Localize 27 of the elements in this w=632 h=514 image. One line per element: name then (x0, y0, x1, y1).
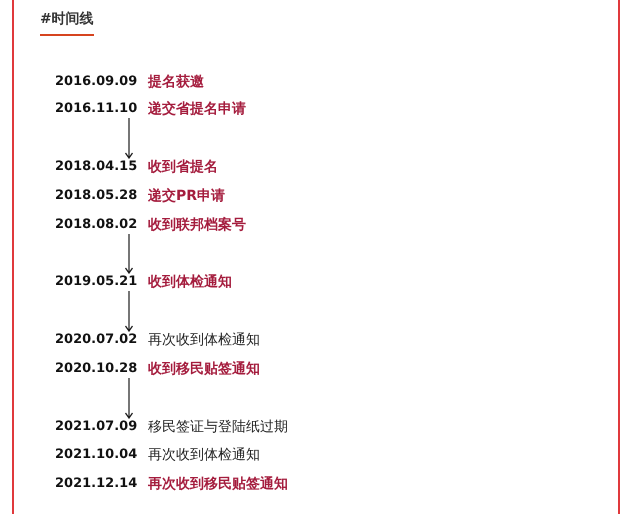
arrow (124, 291, 134, 332)
date-text: 2016.09.09 (55, 73, 138, 91)
event-text: 再次收到移民贴签通知 (148, 475, 288, 493)
arrow (124, 118, 134, 159)
event-text: 收到体检通知 (148, 273, 232, 291)
arrow (124, 378, 134, 419)
date-text: 2021.12.14 (55, 475, 138, 493)
heading: #时间线 (40, 9, 94, 36)
event-text: 提名获邀 (148, 73, 204, 91)
date-text: 2018.05.28 (55, 187, 138, 205)
event-text: 递交PR申请 (148, 187, 226, 205)
event-text: 收到联邦档案号 (148, 216, 246, 234)
event-text: 收到移民贴签通知 (148, 360, 260, 378)
event-text: 递交省提名申请 (148, 100, 246, 118)
date-text: 2016.11.10 (55, 100, 138, 118)
date-text: 2018.04.15 (55, 158, 138, 176)
event-text: 再次收到体检通知 (148, 331, 260, 349)
date-text: 2020.07.02 (55, 331, 138, 349)
date-text: 2021.07.09 (55, 418, 138, 436)
date-text: 2020.10.28 (55, 360, 138, 378)
arrow (124, 234, 134, 274)
date-text: 2019.05.21 (55, 273, 138, 291)
date-text: 2018.08.02 (55, 216, 138, 234)
event-text: 移民签证与登陆纸过期 (148, 418, 288, 436)
event-text: 再次收到体检通知 (148, 446, 260, 464)
date-text: 2021.10.04 (55, 446, 138, 464)
event-text: 收到省提名 (148, 158, 218, 176)
